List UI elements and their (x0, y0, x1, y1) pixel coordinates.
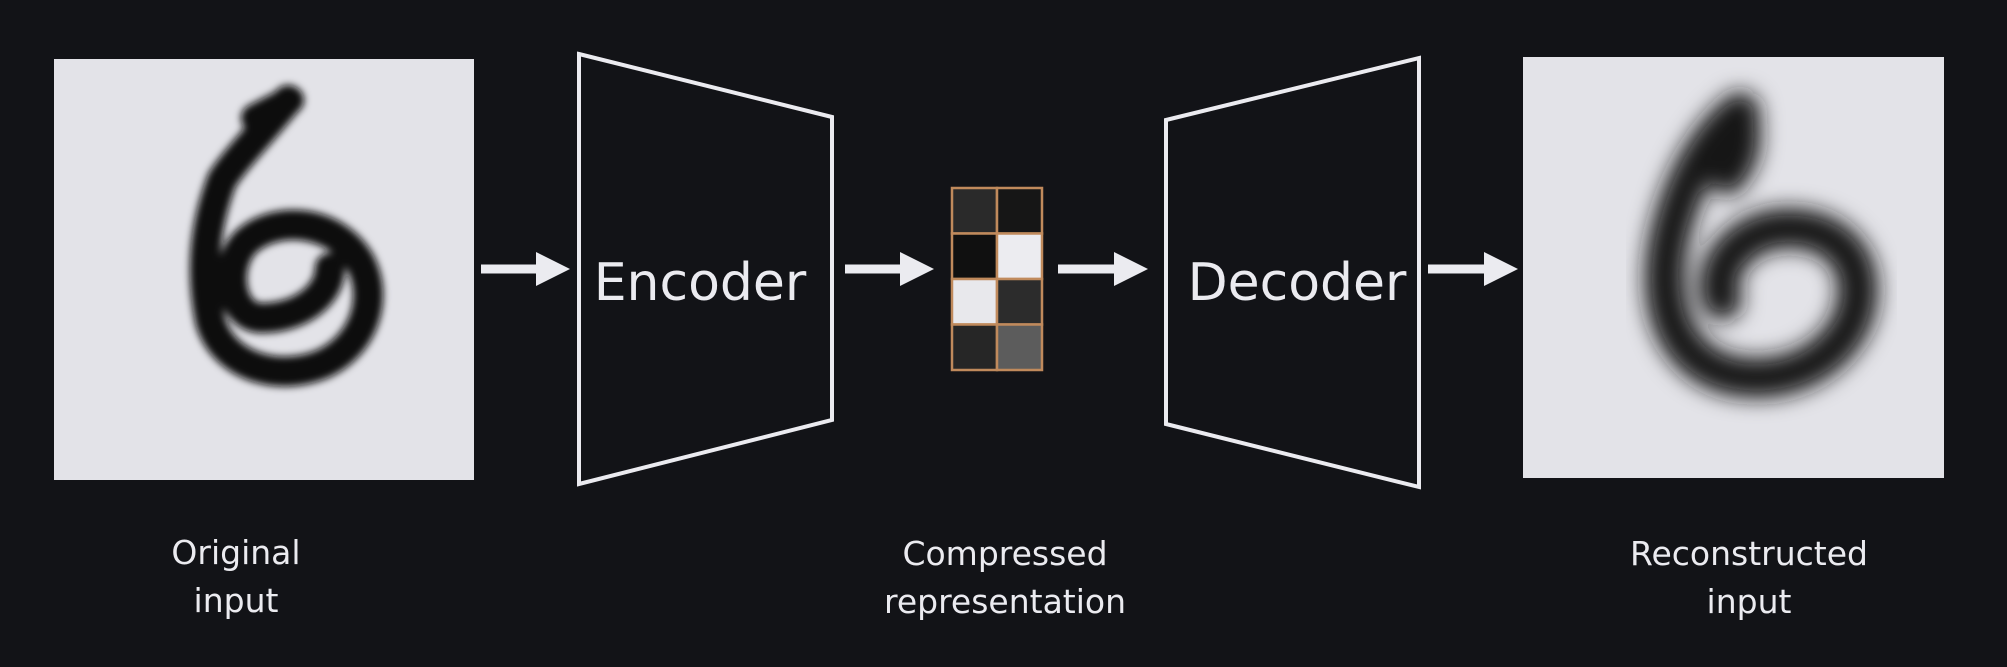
encoder-label: Encoder (594, 253, 807, 313)
original-caption-line-2: input (193, 581, 279, 620)
reconstructed-caption-line-1: Reconstructed (1630, 534, 1868, 573)
arrow-decoder-to-output (1428, 252, 1518, 286)
latent-cell (950, 277, 999, 326)
reconstructed-input-panel (1523, 57, 1944, 478)
arrow-input-to-encoder (481, 252, 570, 286)
decoder-label: Decoder (1188, 253, 1407, 313)
digit-six-reconstructed-icon (1644, 92, 1878, 398)
decoder-block: Decoder (1164, 55, 1421, 490)
latent-cell (995, 277, 1044, 326)
encoder-block: Encoder (577, 51, 834, 487)
compressed-representation-caption: Compressed representation (855, 530, 1155, 626)
original-input-panel (54, 59, 474, 480)
arrow-latent-to-decoder (1058, 252, 1148, 286)
latent-cell (995, 323, 1044, 372)
arrow-encoder-to-latent (845, 252, 934, 286)
digit-six-original-icon (189, 85, 384, 387)
latent-cell (995, 232, 1044, 281)
latent-cell (950, 323, 999, 372)
latent-cell (950, 186, 999, 235)
reconstructed-input-caption: Reconstructed input (1599, 530, 1899, 626)
compressed-caption-line-2: representation (883, 582, 1127, 621)
original-input-caption: Original input (136, 529, 336, 625)
compressed-caption-line-1: Compressed (902, 534, 1108, 573)
latent-cell (995, 186, 1044, 235)
compressed-representation-grid (950, 186, 1044, 372)
reconstructed-caption-line-2: input (1706, 582, 1792, 621)
latent-cell (950, 232, 999, 281)
original-caption-line-1: Original (171, 533, 301, 572)
